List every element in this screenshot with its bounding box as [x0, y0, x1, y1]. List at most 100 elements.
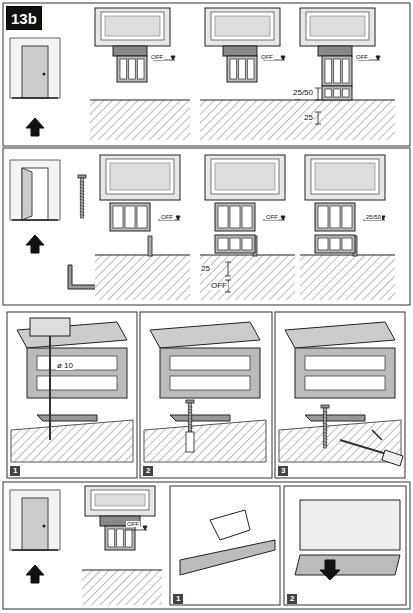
- screw-thread: [323, 420, 328, 422]
- profile-chamber: [230, 206, 240, 228]
- sill-profile: [315, 203, 355, 231]
- screw-thread: [188, 406, 193, 408]
- door-bottom-seal: [113, 46, 147, 56]
- screw-thread: [323, 414, 328, 416]
- off-label: OFF: [150, 54, 164, 60]
- profile-chamber: [342, 238, 352, 250]
- dimension-line: [318, 112, 319, 124]
- screw-thread: [188, 424, 193, 426]
- profile-chamber: [125, 206, 135, 228]
- off-label: 25/50: [365, 214, 382, 220]
- leaf-chamber: [211, 12, 274, 40]
- profile-chamber: [325, 59, 332, 83]
- leaf-chamber: [215, 163, 275, 190]
- hand: [210, 510, 250, 540]
- screw-thread: [323, 438, 328, 440]
- screw-thread: [323, 411, 328, 413]
- profile-chamber: [137, 59, 144, 79]
- profile-chamber: [129, 59, 136, 79]
- off-arrow: [171, 56, 175, 60]
- seal-strip: [295, 555, 400, 575]
- floor-hatching: [82, 570, 162, 605]
- profile-chamber: [125, 529, 132, 547]
- leaf-chamber: [91, 490, 149, 510]
- dimension: 25/50: [292, 89, 314, 97]
- floor-line: [200, 99, 300, 100]
- door-leaf-section: [300, 8, 375, 46]
- screw-thread: [188, 430, 193, 432]
- step-panel: [7, 312, 137, 478]
- door-leaf-section: [205, 155, 285, 200]
- profile-chamber: [218, 206, 228, 228]
- door-leaf: [22, 46, 48, 98]
- floor-line: [95, 254, 190, 255]
- screw-thread: [80, 187, 85, 189]
- screw-thread: [188, 412, 193, 414]
- arrow-up: [26, 118, 44, 136]
- screw-head: [78, 175, 86, 178]
- screw-thread: [188, 418, 193, 420]
- floor-line: [12, 219, 58, 221]
- profile-chamber: [330, 206, 340, 228]
- frame-profile: [295, 348, 395, 398]
- door-leaf-section: [100, 155, 180, 200]
- section-frame: [3, 148, 410, 305]
- floor-hatching: [200, 255, 295, 300]
- profile-chamber: [242, 238, 252, 250]
- profile-chamber: [305, 356, 385, 370]
- angle-bracket: [170, 415, 230, 421]
- wall-plug: [186, 432, 194, 452]
- drill-bit: [49, 336, 51, 440]
- off-label: OFF: [160, 214, 174, 220]
- dimension-tick: [225, 262, 231, 263]
- profile-chamber: [334, 89, 341, 97]
- leaf-chamber: [311, 159, 379, 194]
- off-label: OFF: [260, 54, 274, 60]
- off-arrow: [143, 526, 147, 530]
- screw-thread: [80, 184, 85, 186]
- dimension-tick: [225, 280, 231, 281]
- screw-thread: [323, 423, 328, 425]
- dimension-line: [228, 262, 229, 276]
- floor-line: [300, 254, 395, 255]
- step-number: 1: [173, 594, 183, 604]
- screw-thread: [80, 181, 85, 183]
- section-frame: [3, 482, 410, 609]
- rotation-arrow: [372, 430, 382, 440]
- screw-head: [186, 400, 194, 403]
- leaf-chamber: [315, 163, 375, 190]
- off-label: OFF: [126, 521, 140, 527]
- step-number: 3: [278, 466, 288, 476]
- sill-profile: [117, 56, 147, 82]
- profile-chamber: [230, 238, 240, 250]
- leaf-chamber: [105, 16, 160, 36]
- profile-chamber: [330, 238, 340, 250]
- sill-profile: [215, 235, 255, 253]
- dimension-tick: [315, 88, 321, 89]
- section-number: 13b: [11, 10, 37, 27]
- door-icon: [10, 490, 60, 550]
- profile-chamber: [334, 59, 341, 83]
- floor-line: [200, 254, 295, 255]
- diameter-label: ø 10: [56, 362, 74, 370]
- door-leaf-section: [85, 486, 155, 516]
- profile-chamber: [108, 529, 115, 547]
- off-label: OFF: [355, 54, 369, 60]
- profile-chamber: [318, 238, 328, 250]
- profile-chamber: [342, 59, 349, 83]
- door-leaf-section: [205, 8, 280, 46]
- frame-top: [285, 322, 395, 348]
- leaf-chamber: [95, 494, 145, 506]
- profile-chamber: [242, 206, 252, 228]
- off-arrow: [281, 216, 285, 220]
- screw-thread: [188, 415, 193, 417]
- frame-profile: [160, 348, 260, 398]
- leaf-chamber: [106, 159, 174, 194]
- step-number: 1: [10, 466, 20, 476]
- screw-thread: [188, 421, 193, 423]
- floor-hatching: [200, 100, 300, 140]
- profile-chamber: [342, 206, 352, 228]
- screw-thread: [323, 426, 328, 428]
- off-label: OFF: [265, 214, 279, 220]
